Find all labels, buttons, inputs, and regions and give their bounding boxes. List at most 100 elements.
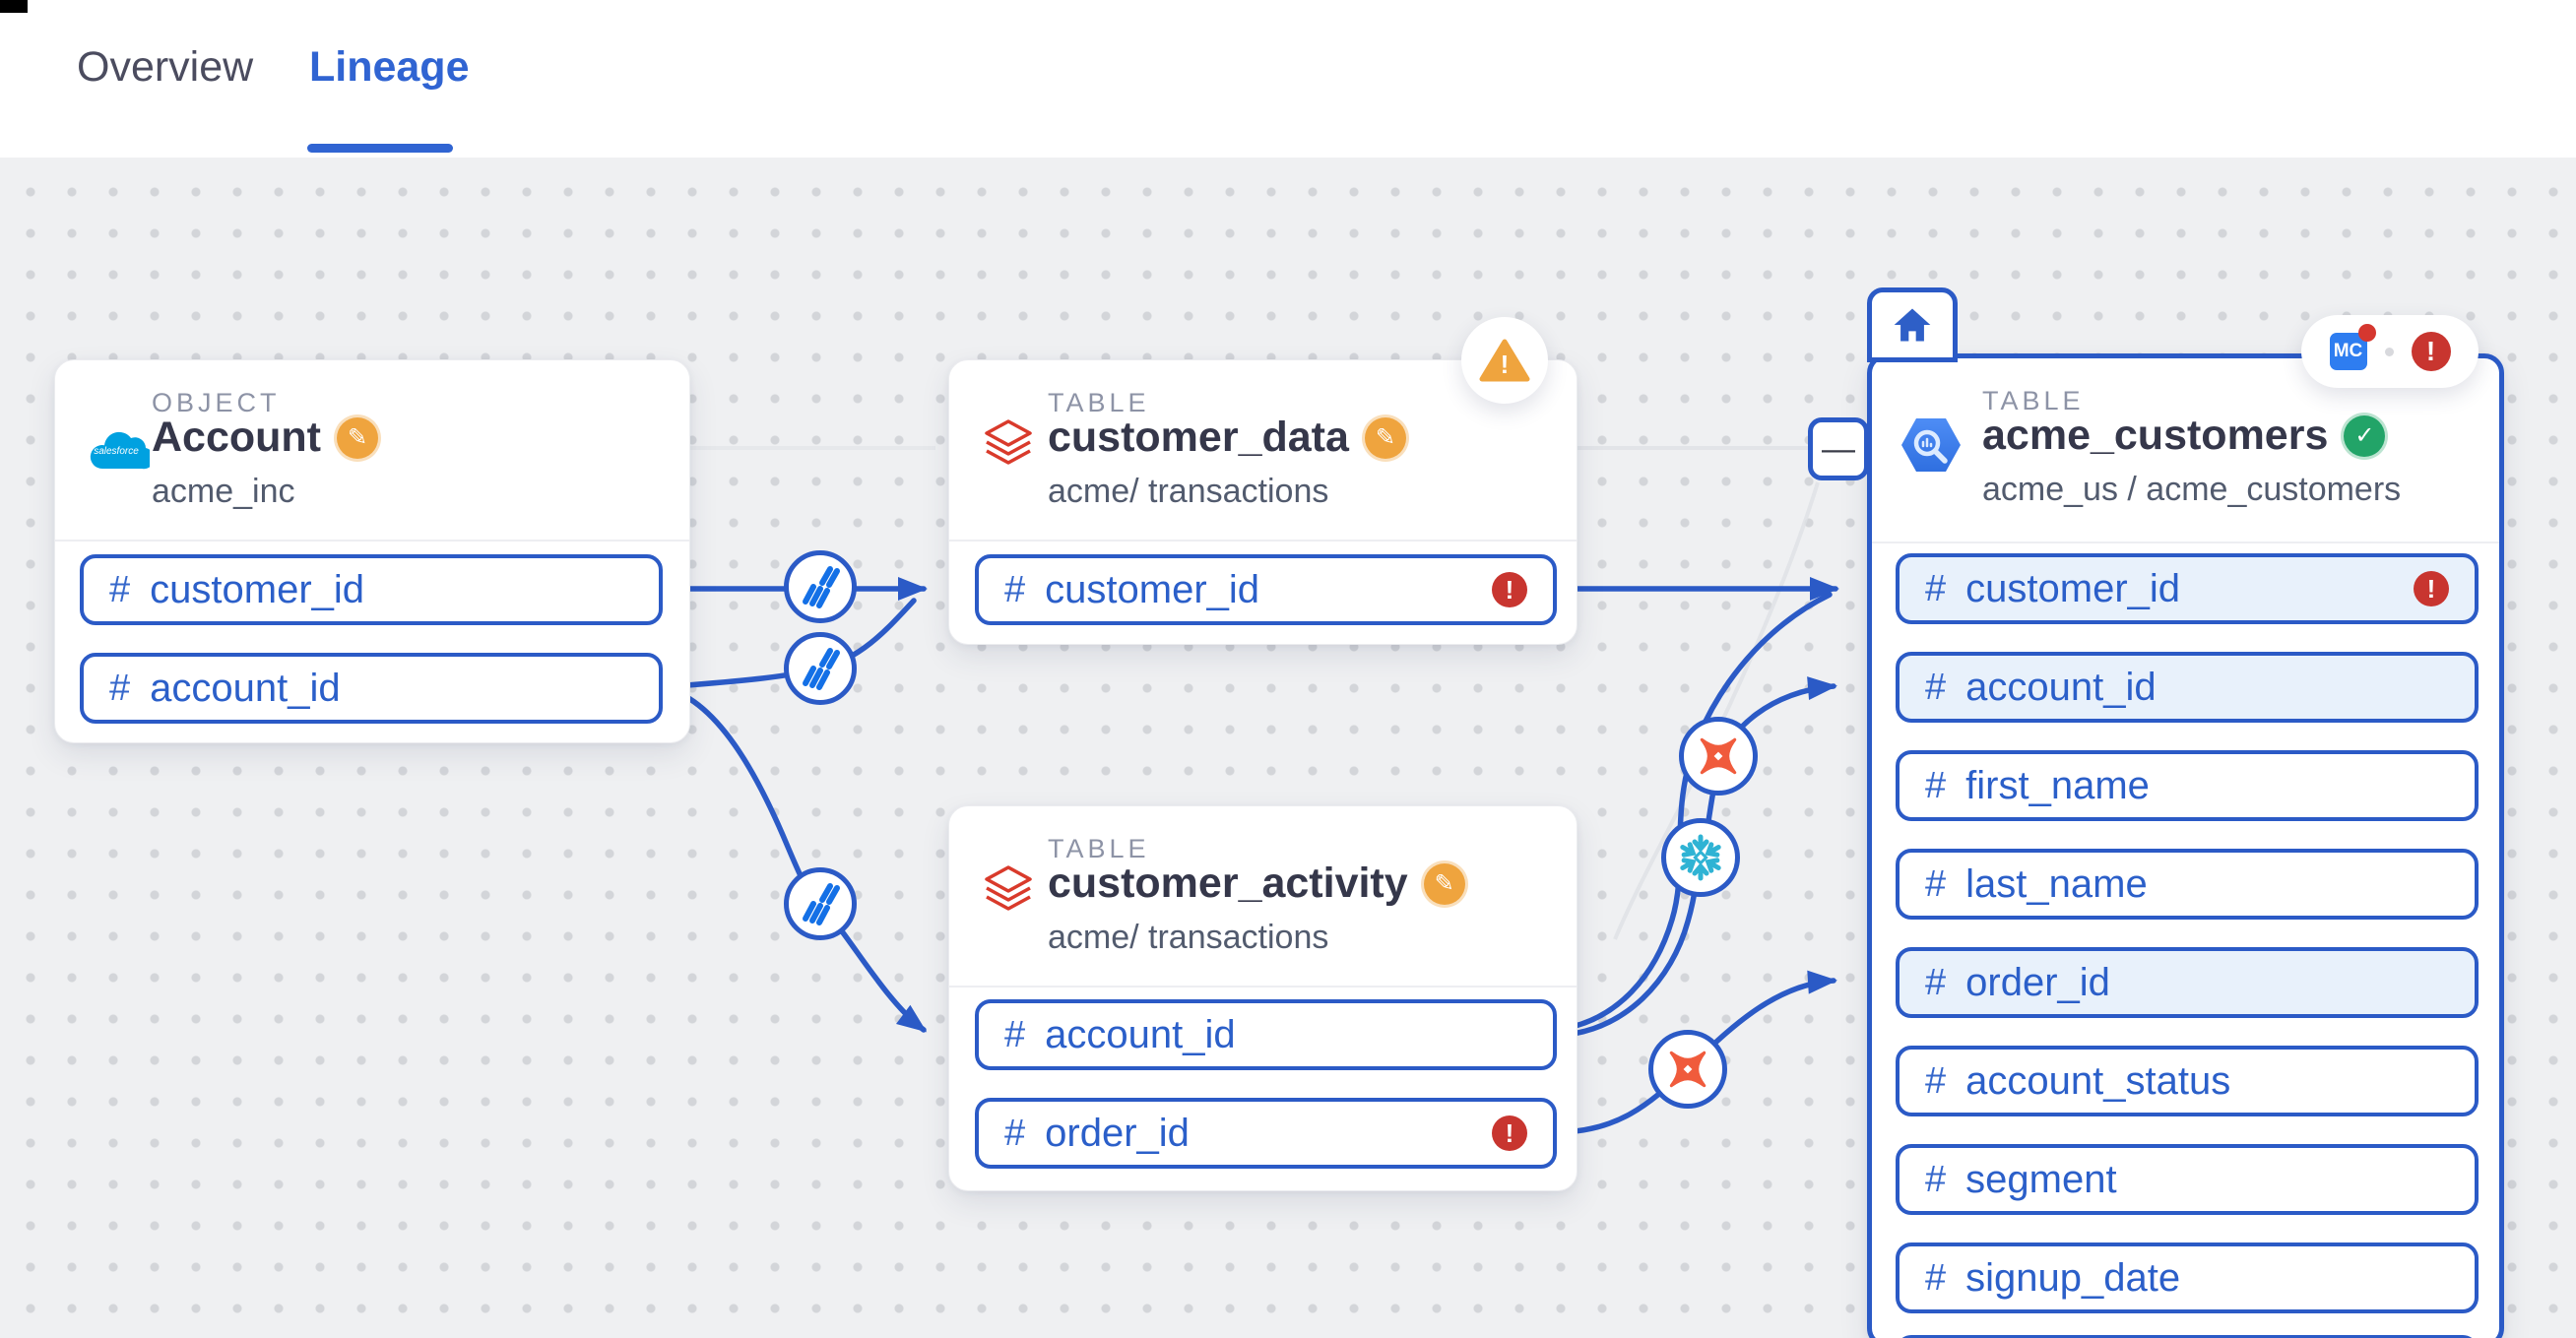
field-first-name[interactable]: # first_name bbox=[1896, 750, 2479, 821]
field-account-id[interactable]: # account_id bbox=[1896, 652, 2479, 723]
field-last-name[interactable]: # last_name bbox=[1896, 849, 2479, 920]
field-label: order_id bbox=[1965, 960, 2110, 1004]
process-snowflake[interactable] bbox=[1661, 818, 1740, 897]
salesforce-icon: salesforce bbox=[90, 431, 150, 470]
asset-type-label: TABLE bbox=[1048, 388, 1150, 417]
field-label: last_name bbox=[1965, 861, 2148, 906]
svg-text:salesforce: salesforce bbox=[94, 446, 139, 457]
dbt-icon bbox=[1700, 737, 1737, 775]
warning-badge[interactable]: ! bbox=[1461, 317, 1548, 404]
field-label: signup_date bbox=[1965, 1255, 2181, 1300]
field-order-id[interactable]: # order_id bbox=[1896, 947, 2479, 1018]
monitor-badge-pill[interactable]: MC ! bbox=[2301, 315, 2479, 388]
hash-icon: # bbox=[1004, 1112, 1026, 1154]
node-subtitle: acme_inc bbox=[152, 473, 295, 510]
node-header: TABLE customer_data ✎ acme/ transactions bbox=[949, 360, 1577, 542]
hash-icon: # bbox=[1925, 567, 1947, 609]
mc-label: MC bbox=[2333, 341, 2363, 361]
hash-icon: # bbox=[109, 568, 131, 610]
etl-stripes-icon bbox=[803, 648, 840, 690]
screen-corner-marker bbox=[0, 0, 28, 13]
node-error-badge: ! bbox=[2411, 332, 2451, 371]
hash-icon: # bbox=[1004, 568, 1026, 610]
process-dbt[interactable] bbox=[1648, 1030, 1727, 1109]
dbt-icon bbox=[1669, 1051, 1707, 1088]
hash-icon: # bbox=[1925, 666, 1947, 708]
hash-icon: # bbox=[109, 667, 131, 709]
svg-text:!: ! bbox=[1501, 350, 1510, 379]
field-account-status[interactable]: # account_status bbox=[1896, 1046, 2479, 1116]
process-etl[interactable] bbox=[784, 632, 857, 705]
field-label: customer_id bbox=[1965, 566, 2181, 610]
etl-stripes-icon bbox=[803, 883, 840, 925]
home-icon bbox=[1894, 308, 1931, 342]
node-acme-customers[interactable]: MC ! TABLE acme_customers bbox=[1867, 287, 2504, 1338]
field-error-icon: ! bbox=[1492, 1115, 1527, 1151]
process-etl[interactable] bbox=[784, 867, 857, 940]
node-title: Account bbox=[152, 414, 321, 461]
edge-account-id-to-customer-activity[interactable] bbox=[659, 684, 928, 1033]
hash-icon: # bbox=[1925, 961, 1947, 1003]
separator-dot bbox=[2384, 347, 2394, 356]
field-segment[interactable]: # segment bbox=[1896, 1144, 2479, 1215]
hash-icon: # bbox=[1925, 1256, 1947, 1299]
verified-certification-badge: ✓ bbox=[2344, 414, 2386, 457]
node-customer-activity[interactable]: TABLE customer_activity ✎ acme/ transact… bbox=[948, 805, 1578, 1191]
asset-type-label: TABLE bbox=[1048, 834, 1150, 863]
check-icon: ✓ bbox=[2354, 422, 2375, 449]
field-label: account_status bbox=[1965, 1058, 2231, 1103]
draft-certification-badge: ✎ bbox=[337, 416, 378, 459]
edge-activity-account-id-to-acme-customer-id[interactable] bbox=[1553, 592, 1833, 1033]
collapse-upstream-button[interactable]: — bbox=[1808, 417, 1869, 480]
field-error-icon: ! bbox=[1492, 572, 1527, 607]
top-tab-bar: Overview Lineage bbox=[0, 0, 2576, 158]
node-title: customer_data bbox=[1048, 414, 1349, 461]
field-account-id[interactable]: # account_id bbox=[80, 653, 663, 724]
home-anchor-tab[interactable] bbox=[1867, 287, 1958, 362]
pencil-icon: ✎ bbox=[1375, 424, 1395, 451]
field-customer-id[interactable]: # customer_id ! bbox=[975, 554, 1557, 625]
field-signup-date[interactable]: # signup_date bbox=[1896, 1242, 2479, 1313]
field-label: first_name bbox=[1965, 763, 2150, 807]
field-label: order_id bbox=[1045, 1111, 1190, 1155]
field-label: customer_id bbox=[150, 567, 365, 611]
databricks-icon bbox=[985, 419, 1032, 465]
etl-stripes-icon bbox=[803, 566, 840, 608]
field-label: account_id bbox=[1965, 665, 2157, 709]
tab-overview[interactable]: Overview bbox=[77, 43, 254, 91]
field-error-icon: ! bbox=[2414, 571, 2449, 606]
field-label: customer_id bbox=[1045, 567, 1260, 611]
tab-lineage[interactable]: Lineage bbox=[309, 43, 470, 91]
hash-icon: # bbox=[1925, 764, 1947, 806]
asset-type-label: TABLE bbox=[1982, 386, 2085, 415]
hash-icon: # bbox=[1925, 1158, 1947, 1200]
process-etl[interactable] bbox=[784, 550, 857, 623]
draft-certification-badge: ✎ bbox=[1423, 862, 1465, 905]
field-label: account_id bbox=[1045, 1012, 1236, 1056]
node-title: acme_customers bbox=[1982, 412, 2329, 459]
process-dbt[interactable] bbox=[1679, 717, 1758, 796]
field-account-id[interactable]: # account_id bbox=[975, 999, 1557, 1070]
pencil-icon: ✎ bbox=[347, 424, 368, 451]
node-header: OBJECT salesforce Account ✎ acme_inc bbox=[55, 360, 689, 542]
node-subtitle: acme/ transactions bbox=[1048, 473, 1329, 510]
hash-icon: # bbox=[1004, 1013, 1026, 1055]
asset-type-label: OBJECT bbox=[152, 388, 281, 417]
lineage-canvas[interactable]: OBJECT salesforce Account ✎ acme_inc # c… bbox=[0, 158, 2576, 1338]
bigquery-icon bbox=[1901, 418, 1961, 472]
minus-icon: — bbox=[1822, 429, 1855, 468]
alert-dot bbox=[2357, 324, 2376, 342]
active-tab-underline bbox=[307, 144, 453, 153]
field-order-id[interactable]: # order_id ! bbox=[975, 1098, 1557, 1169]
snowflake-icon bbox=[1680, 834, 1721, 881]
node-title: customer_activity bbox=[1048, 860, 1408, 907]
field-customer-id[interactable]: # customer_id ! bbox=[1896, 553, 2479, 624]
node-account[interactable]: OBJECT salesforce Account ✎ acme_inc # c… bbox=[54, 359, 690, 743]
node-subtitle: acme/ transactions bbox=[1048, 919, 1329, 956]
warning-triangle-icon: ! bbox=[1479, 339, 1530, 382]
node-subtitle: acme_us / acme_customers bbox=[1982, 471, 2402, 508]
monte-carlo-badge: MC bbox=[2329, 324, 2376, 370]
node-customer-data[interactable]: ! TABLE customer_data ✎ acme/ transactio… bbox=[948, 317, 1578, 645]
databricks-icon bbox=[985, 865, 1032, 911]
field-customer-id[interactable]: # customer_id bbox=[80, 554, 663, 625]
